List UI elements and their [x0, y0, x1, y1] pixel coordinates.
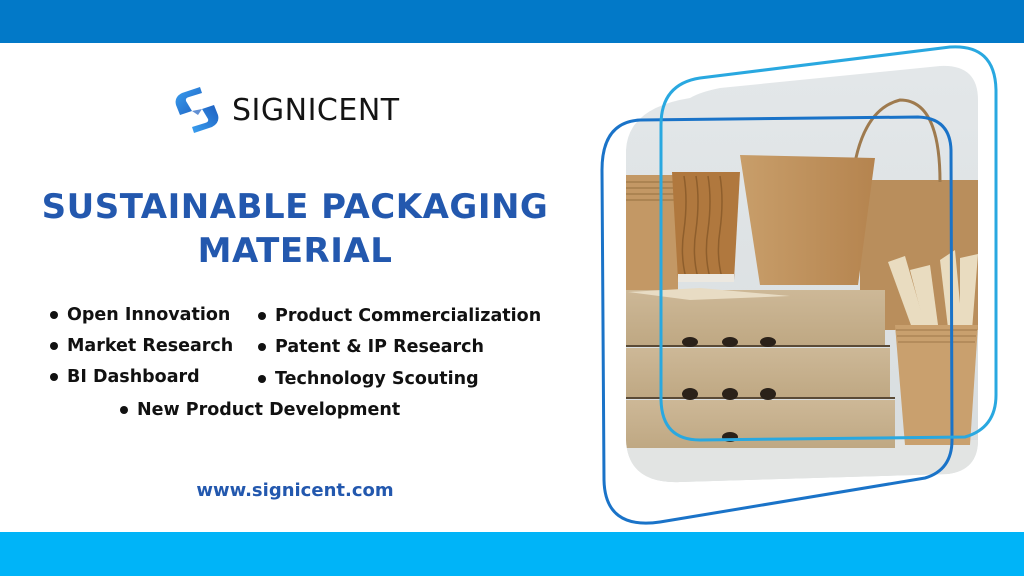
list-item: Technology Scouting — [258, 369, 479, 389]
list-item: BI Dashboard — [50, 367, 200, 387]
signicent-s-logo-icon — [175, 87, 219, 133]
list-item: Product Commercialization — [258, 306, 541, 326]
title-line-1: SUSTAINABLE PACKAGING — [41, 187, 549, 227]
bullet-icon — [50, 311, 58, 319]
service-label: Patent & IP Research — [275, 337, 485, 357]
service-label: New Product Development — [137, 400, 401, 420]
bullet-icon — [50, 342, 58, 350]
brand-name: SIGNICENT — [232, 92, 400, 128]
service-label: BI Dashboard — [67, 367, 200, 387]
page-title: SUSTAINABLE PACKAGING MATERIAL — [0, 185, 590, 273]
list-item: Market Research — [50, 336, 233, 356]
service-label: Product Commercialization — [275, 306, 542, 326]
bullet-icon — [258, 312, 266, 320]
service-label: Open Innovation — [67, 305, 231, 325]
hero-packaging-image — [600, 45, 998, 525]
decorative-outline-dark — [600, 115, 954, 525]
bottom-banner-bar — [0, 532, 1024, 576]
bullet-icon — [258, 343, 266, 351]
bullet-icon — [120, 406, 128, 414]
list-item: Open Innovation — [50, 305, 230, 325]
title-line-2: MATERIAL — [197, 231, 393, 271]
website-link[interactable]: www.signicent.com — [196, 480, 394, 501]
bullet-icon — [50, 373, 58, 381]
brand-logo: SIGNICENT — [172, 83, 400, 137]
decorative-outline-light — [659, 45, 998, 442]
service-label: Technology Scouting — [275, 369, 479, 389]
top-banner-bar — [0, 0, 1024, 43]
bullet-icon — [258, 375, 266, 383]
service-label: Market Research — [67, 336, 234, 356]
list-item: New Product Development — [120, 400, 400, 420]
photo — [626, 65, 978, 483]
list-item: Patent & IP Research — [258, 337, 484, 357]
